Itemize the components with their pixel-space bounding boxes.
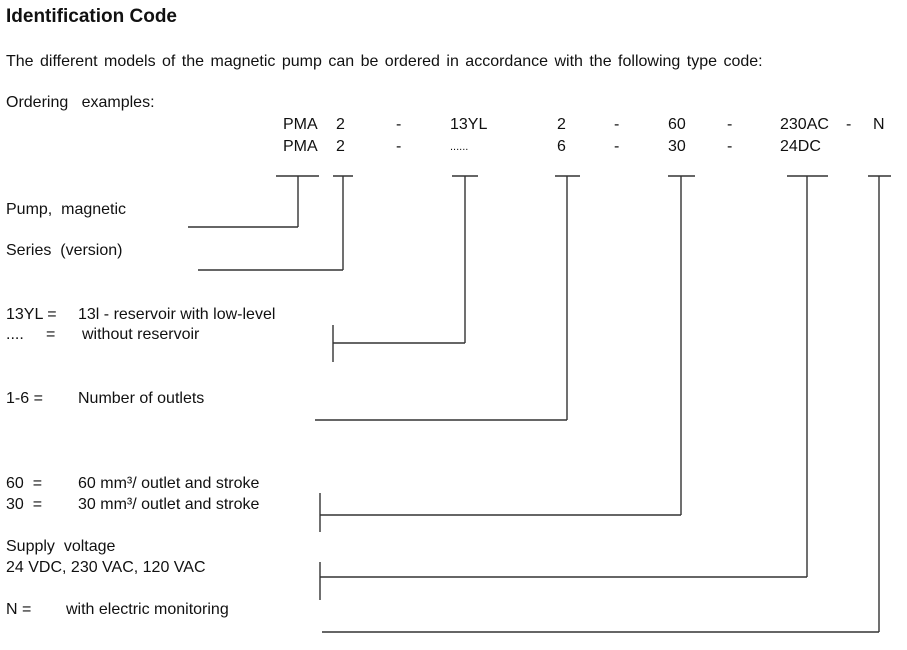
legend-key: 30 = <box>6 496 43 513</box>
legend-value: 30 mm³/ outlet and stroke <box>78 496 260 513</box>
legend-value: without reservoir <box>82 326 200 343</box>
code-reservoir: 13YL <box>450 116 488 133</box>
intro-text: The different models of the magnetic pum… <box>6 53 763 70</box>
code-voltage: 230AC <box>780 116 829 133</box>
code-series: 2 <box>336 138 345 155</box>
legend-value: Number of outlets <box>78 390 205 407</box>
legend-key: 60 = <box>6 475 43 492</box>
legend-key: 13YL = <box>6 306 57 323</box>
code-dash: - <box>614 138 620 155</box>
page-title: Identification Code <box>6 6 177 27</box>
code-dash: - <box>727 138 733 155</box>
code-volume: 30 <box>668 138 686 155</box>
code-dash: - <box>396 116 402 133</box>
code-series: 2 <box>336 116 345 133</box>
legend-value: with electric monitoring <box>66 601 229 618</box>
legend-key: .... = <box>6 326 56 343</box>
legend-supply-values: 24 VDC, 230 VAC, 120 VAC <box>6 559 206 576</box>
legend-key: N = <box>6 601 32 618</box>
code-pma: PMA <box>283 138 318 155</box>
code-voltage: 24DC <box>780 138 821 155</box>
ordering-label: Ordering examples: <box>6 94 155 111</box>
code-dash: - <box>727 116 733 133</box>
code-volume: 60 <box>668 116 686 133</box>
code-dash: - <box>846 116 852 133</box>
legend-supply: Supply voltage <box>6 538 116 555</box>
code-outlets: 6 <box>557 138 566 155</box>
code-pma: PMA <box>283 116 318 133</box>
legend-series: Series (version) <box>6 242 123 259</box>
code-dash: - <box>614 116 620 133</box>
legend-value: 60 mm³/ outlet and stroke <box>78 475 260 492</box>
legend-value: 13l - reservoir with low-level <box>78 306 276 323</box>
code-dash: - <box>396 138 402 155</box>
code-reservoir: ...... <box>450 141 469 153</box>
code-monitoring: N <box>873 116 885 133</box>
code-outlets: 2 <box>557 116 566 133</box>
legend-key: 1-6 = <box>6 390 43 407</box>
legend-pump: Pump, magnetic <box>6 201 127 218</box>
